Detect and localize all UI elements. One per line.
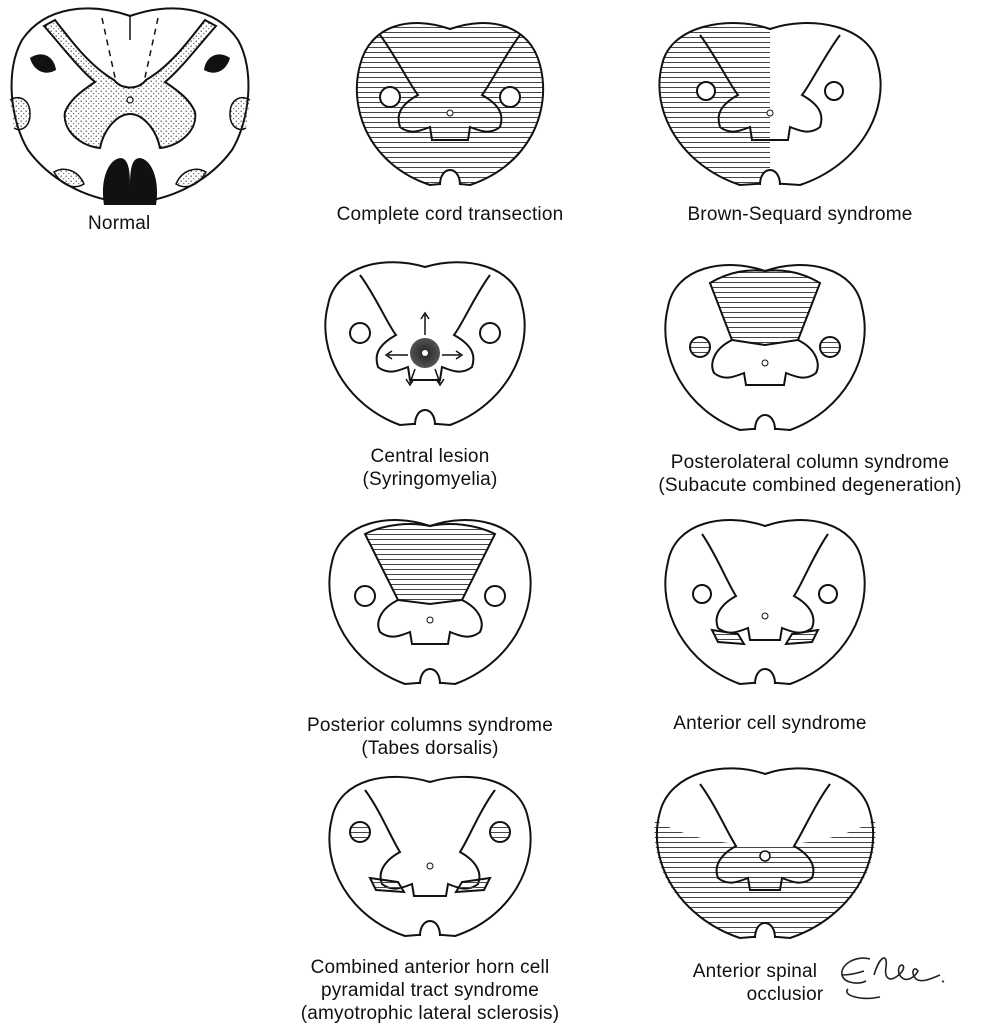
cord-section-als [280,770,580,950]
panel-posterolateral-caption: Posterolateral column syndrome (Subacute… [620,451,1000,497]
signature-elee [830,945,960,1005]
caption-line: pyramidal tract syndrome [270,979,590,1002]
caption-line: Posterolateral column syndrome [620,451,1000,474]
panel-anteriorcell-caption: Anterior cell syndrome [640,712,900,735]
panel-central-caption: Central lesion (Syringomyelia) [300,445,560,491]
panel-anteriorcell: Anterior cell syndrome [640,512,940,742]
cord-section-posterolateral [620,255,1000,445]
panel-brown: Brown-Sequard syndrome [640,15,960,235]
panel-posterior: Posterior columns syndrome (Tabes dorsal… [280,512,580,772]
caption-line: (amyotrophic lateral sclerosis) [270,1002,590,1025]
panel-spinalartery: Anterior spinal occlusior [640,760,980,1030]
caption-line: Combined anterior horn cell [270,956,590,979]
cord-section-complete [300,15,600,195]
panel-complete: Complete cord transection [300,15,600,235]
cord-section-anterior-cell [640,512,940,697]
caption-line: (Subacute combined degeneration) [620,474,1000,497]
panel-normal: Normal [0,0,260,240]
panel-posterior-caption: Posterior columns syndrome (Tabes dorsal… [280,714,580,760]
caption-line: Brown-Sequard syndrome [640,203,960,226]
caption-line: Complete cord transection [300,203,600,226]
panel-central: Central lesion (Syringomyelia) [300,255,560,505]
cord-section-spinal-artery [640,760,940,950]
panel-brown-caption: Brown-Sequard syndrome [640,203,960,226]
panel-normal-caption: Normal [88,212,150,235]
cord-section-central [300,255,560,435]
cord-section-posterior [280,512,580,697]
panel-complete-caption: Complete cord transection [300,203,600,226]
caption-line: (Tabes dorsalis) [280,737,580,760]
cord-section-brown-sequard [640,15,960,195]
caption-line: (Syringomyelia) [300,468,560,491]
cord-section-normal [0,0,260,210]
panel-als-caption: Combined anterior horn cell pyramidal tr… [270,956,590,1025]
caption-line: Central lesion [300,445,560,468]
caption-line: Normal [88,212,150,235]
caption-line: Anterior cell syndrome [640,712,900,735]
panel-als: Combined anterior horn cell pyramidal tr… [280,770,580,1036]
panel-posterolateral: Posterolateral column syndrome (Subacute… [620,255,1000,505]
caption-line: Posterior columns syndrome [280,714,580,737]
